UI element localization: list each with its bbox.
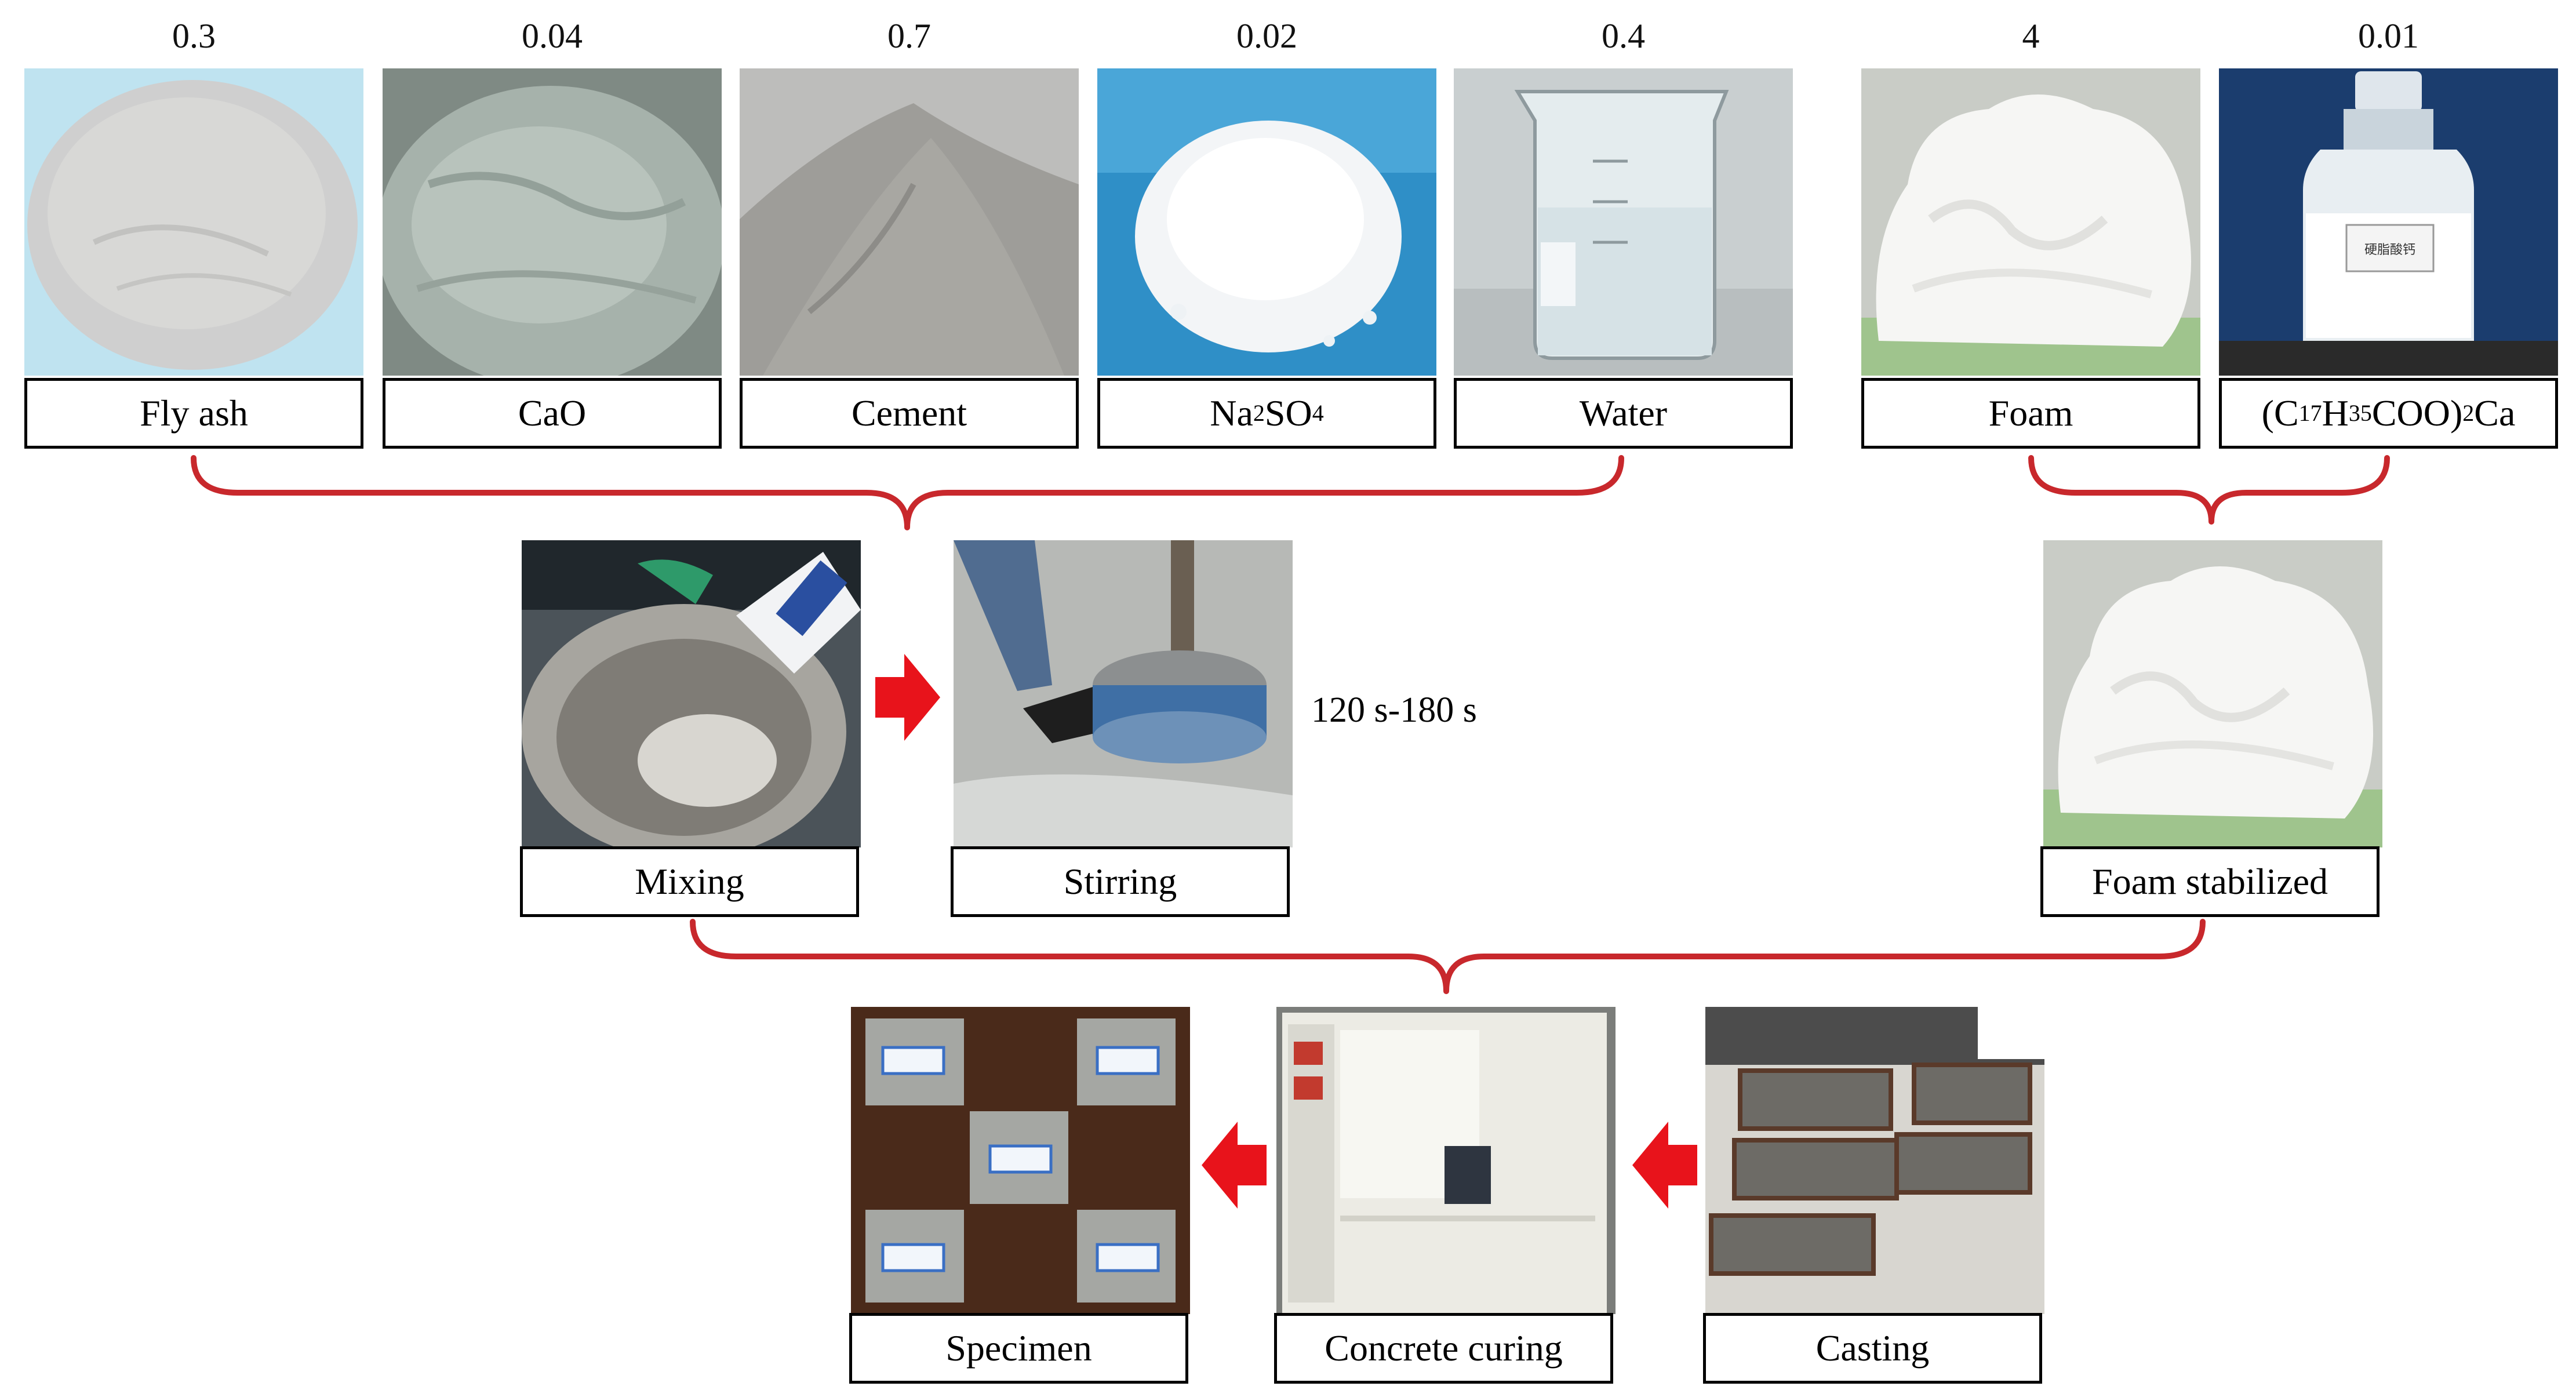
water-photo — [1454, 68, 1793, 376]
cao-label: CaO — [383, 378, 722, 449]
stirring-photo — [954, 540, 1293, 847]
fly-ash-label: Fly ash — [24, 378, 363, 449]
arrow-left-icon — [1632, 1122, 1697, 1209]
na2so4-label-part: Na — [1210, 392, 1253, 434]
stearate-label-part: H — [2322, 392, 2349, 434]
bottle-label-text: 硬脂酸钙 — [2364, 243, 2415, 257]
casting-label: Casting — [1703, 1313, 2042, 1384]
cement-photo — [740, 68, 1079, 376]
stearate-label-part: Ca — [2474, 392, 2516, 434]
stearate-ratio: 0.01 — [2358, 17, 2419, 55]
stearate-photo: 硬脂酸钙 — [2219, 68, 2558, 376]
stirring-label: Stirring — [951, 846, 1290, 917]
mixing-label: Mixing — [520, 846, 859, 917]
cao-ratio: 0.04 — [522, 17, 583, 55]
stearate-label-part: COO) — [2371, 392, 2463, 434]
na2so4-photo — [1097, 68, 1436, 376]
curing-photo — [1276, 1007, 1616, 1314]
cement-label: Cement — [740, 378, 1079, 449]
stearate-label-part: (C — [2261, 392, 2299, 434]
cement-ratio: 0.7 — [887, 17, 931, 55]
na2so4-ratio: 0.02 — [1236, 17, 1297, 55]
foam-label: Foam — [1861, 378, 2200, 449]
curing-label: Concrete curing — [1274, 1313, 1613, 1384]
casting-photo — [1705, 1007, 2044, 1314]
na2so4-label-part: SO — [1264, 392, 1312, 434]
slurry-foam-brace — [690, 919, 2206, 994]
cao-photo — [383, 68, 722, 376]
materials-brace — [191, 455, 1624, 530]
water-ratio: 0.4 — [1602, 17, 1645, 55]
foam-ratio: 4 — [2022, 17, 2040, 55]
specimen-photo — [851, 1007, 1190, 1314]
foam-photo — [1861, 68, 2200, 376]
foam-brace — [2028, 455, 2390, 525]
fly-ash-photo — [24, 68, 363, 376]
specimen-label: Specimen — [849, 1313, 1188, 1384]
arrow-right-icon — [875, 654, 940, 741]
foam-stabilized-photo — [2043, 540, 2382, 847]
fly-ash-ratio: 0.3 — [172, 17, 216, 55]
foam-stabilized-label: Foam stabilized — [2040, 846, 2379, 917]
arrow-left-icon — [1202, 1122, 1267, 1209]
mixing-photo — [522, 540, 861, 847]
water-label: Water — [1454, 378, 1793, 449]
stirring-time-note: 120 s-180 s — [1311, 690, 1477, 730]
